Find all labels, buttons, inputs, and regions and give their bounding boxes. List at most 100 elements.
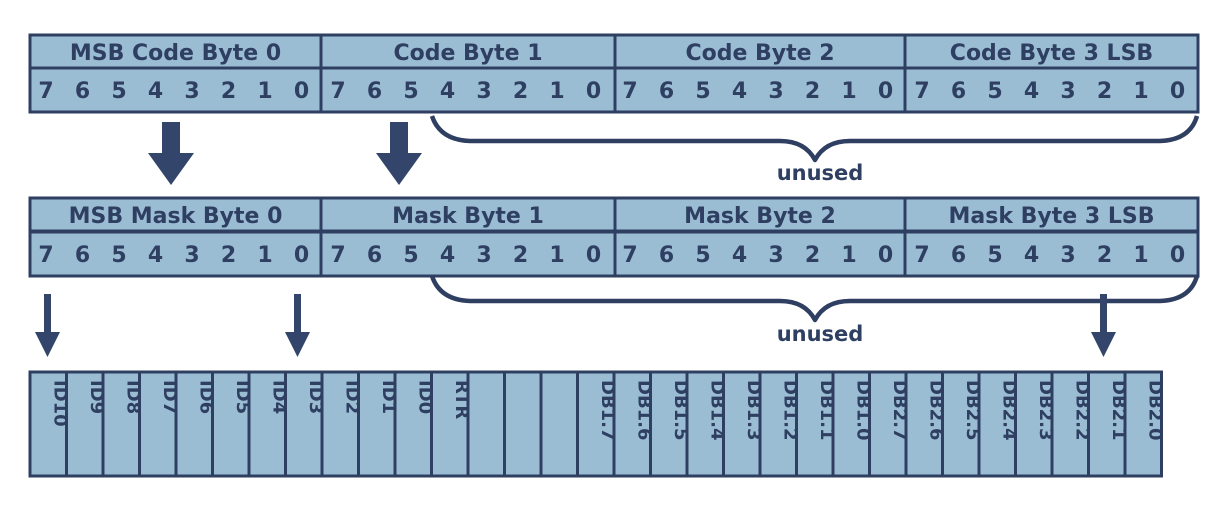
bit-number: 2 [805,79,820,104]
byte-bits-cell [319,230,617,278]
bit-number: 0 [1170,79,1185,104]
id-bit-cell [65,370,105,478]
id-bit-cell [649,370,689,478]
bit-number: 6 [75,243,90,268]
byte-header-cell [613,196,907,233]
bit-number: 6 [75,79,90,104]
id-bit-cell [539,370,579,478]
arrow-down-icon [148,122,194,185]
id-bit-label: DB2.0 [1144,380,1165,441]
bit-number: 4 [1024,79,1039,104]
byte-bits-cell [613,230,907,278]
code-unused-brace [429,115,1200,163]
bit-number: 3 [768,79,783,104]
bit-number: 5 [987,79,1002,104]
bit-number: 4 [732,79,747,104]
id-bit-cell [101,370,141,478]
bit-number: 6 [367,243,382,268]
bit-number: 4 [732,243,747,268]
mask-unused-label: unused [777,322,864,346]
byte-header-label: Code Byte 2 [685,41,834,66]
bit-number: 6 [659,243,674,268]
bit-number: 0 [1170,243,1185,268]
byte-bits-cell [903,230,1200,278]
byte-bits-cell [28,230,323,278]
bit-number: 5 [403,243,418,268]
bit-number: 0 [586,79,601,104]
bit-number: 2 [513,79,528,104]
bit-number: 0 [586,243,601,268]
bit-number: 6 [367,79,382,104]
id-bit-cell [393,370,433,478]
byte-header-label: Code Byte 1 [393,41,542,66]
byte-header-label: Mask Byte 2 [684,204,836,229]
byte-header-cell [903,33,1200,70]
code-byte-header-row: MSB Code Byte 0 Code Byte 1 Code Byte 2 Cod… [28,33,1200,70]
bit-number: 3 [1060,243,1075,268]
bit-number: 7 [330,79,345,104]
bit-number: 1 [841,243,856,268]
bit-number: 2 [513,243,528,268]
bit-number: 5 [111,243,126,268]
bit-number: 5 [987,243,1002,268]
bit-number: 6 [659,79,674,104]
id-bit-cell [795,370,835,478]
arrow-down-icon [35,294,60,357]
bit-number: 1 [1133,243,1148,268]
bit-number: 1 [257,79,272,104]
byte-header-label: Mask Byte 1 [392,204,544,229]
id-bit-cell [1087,370,1127,478]
arrow-down-icon [285,294,310,357]
bit-number: 5 [695,243,710,268]
id-bit-cell [357,370,397,478]
bit-number: 1 [549,79,564,104]
bit-number: 7 [914,243,929,268]
bit-number: 0 [294,79,309,104]
bit-number: 5 [403,79,418,104]
bit-number: 3 [1060,79,1075,104]
bit-number: 7 [330,243,345,268]
byte-bits-cell [319,66,617,114]
bit-number: 7 [914,79,929,104]
byte-bits-cell [613,66,907,114]
bit-number: 1 [549,243,564,268]
byte-bits-cell [28,66,323,114]
byte-header-label: Code Byte 3 LSB [950,41,1153,66]
id-bit-cell [466,370,506,478]
id-bit-cell [247,370,287,478]
bit-number: 4 [148,243,163,268]
bit-number: 3 [476,79,491,104]
id-bit-cell [685,370,725,478]
id-bit-cell [977,370,1017,478]
bit-number: 7 [38,243,53,268]
bit-number: 2 [805,243,820,268]
code-unused-label: unused [777,161,864,185]
bit-number: 7 [38,79,53,104]
bit-number: 1 [1133,79,1148,104]
bit-number: 3 [768,243,783,268]
bit-number: 5 [695,79,710,104]
bit-number: 3 [476,243,491,268]
mask-byte-header-row: MSB Mask Byte 0 Mask Byte 1 Mask Byte 2 Mas… [28,196,1200,233]
byte-header-label: MSB Code Byte 0 [70,41,281,66]
id-bit-cell [576,370,616,478]
bit-number: 2 [221,79,236,104]
bit-number: 4 [440,79,455,104]
id-bit-cell [430,370,470,478]
bit-number: 7 [622,79,637,104]
bit-number: 2 [221,243,236,268]
byte-header-label: MSB Mask Byte 0 [69,204,283,229]
bit-number: 6 [951,243,966,268]
arrow-down-icon [1091,294,1116,357]
mask-unused-brace [429,275,1200,323]
id-bit-cell [1123,370,1163,478]
bit-number: 2 [1097,243,1112,268]
bit-number: 1 [257,243,272,268]
bit-number: 3 [184,243,199,268]
bit-number: 0 [878,243,893,268]
bit-number: 2 [1097,79,1112,104]
byte-header-label: Mask Byte 3 LSB [949,204,1155,229]
